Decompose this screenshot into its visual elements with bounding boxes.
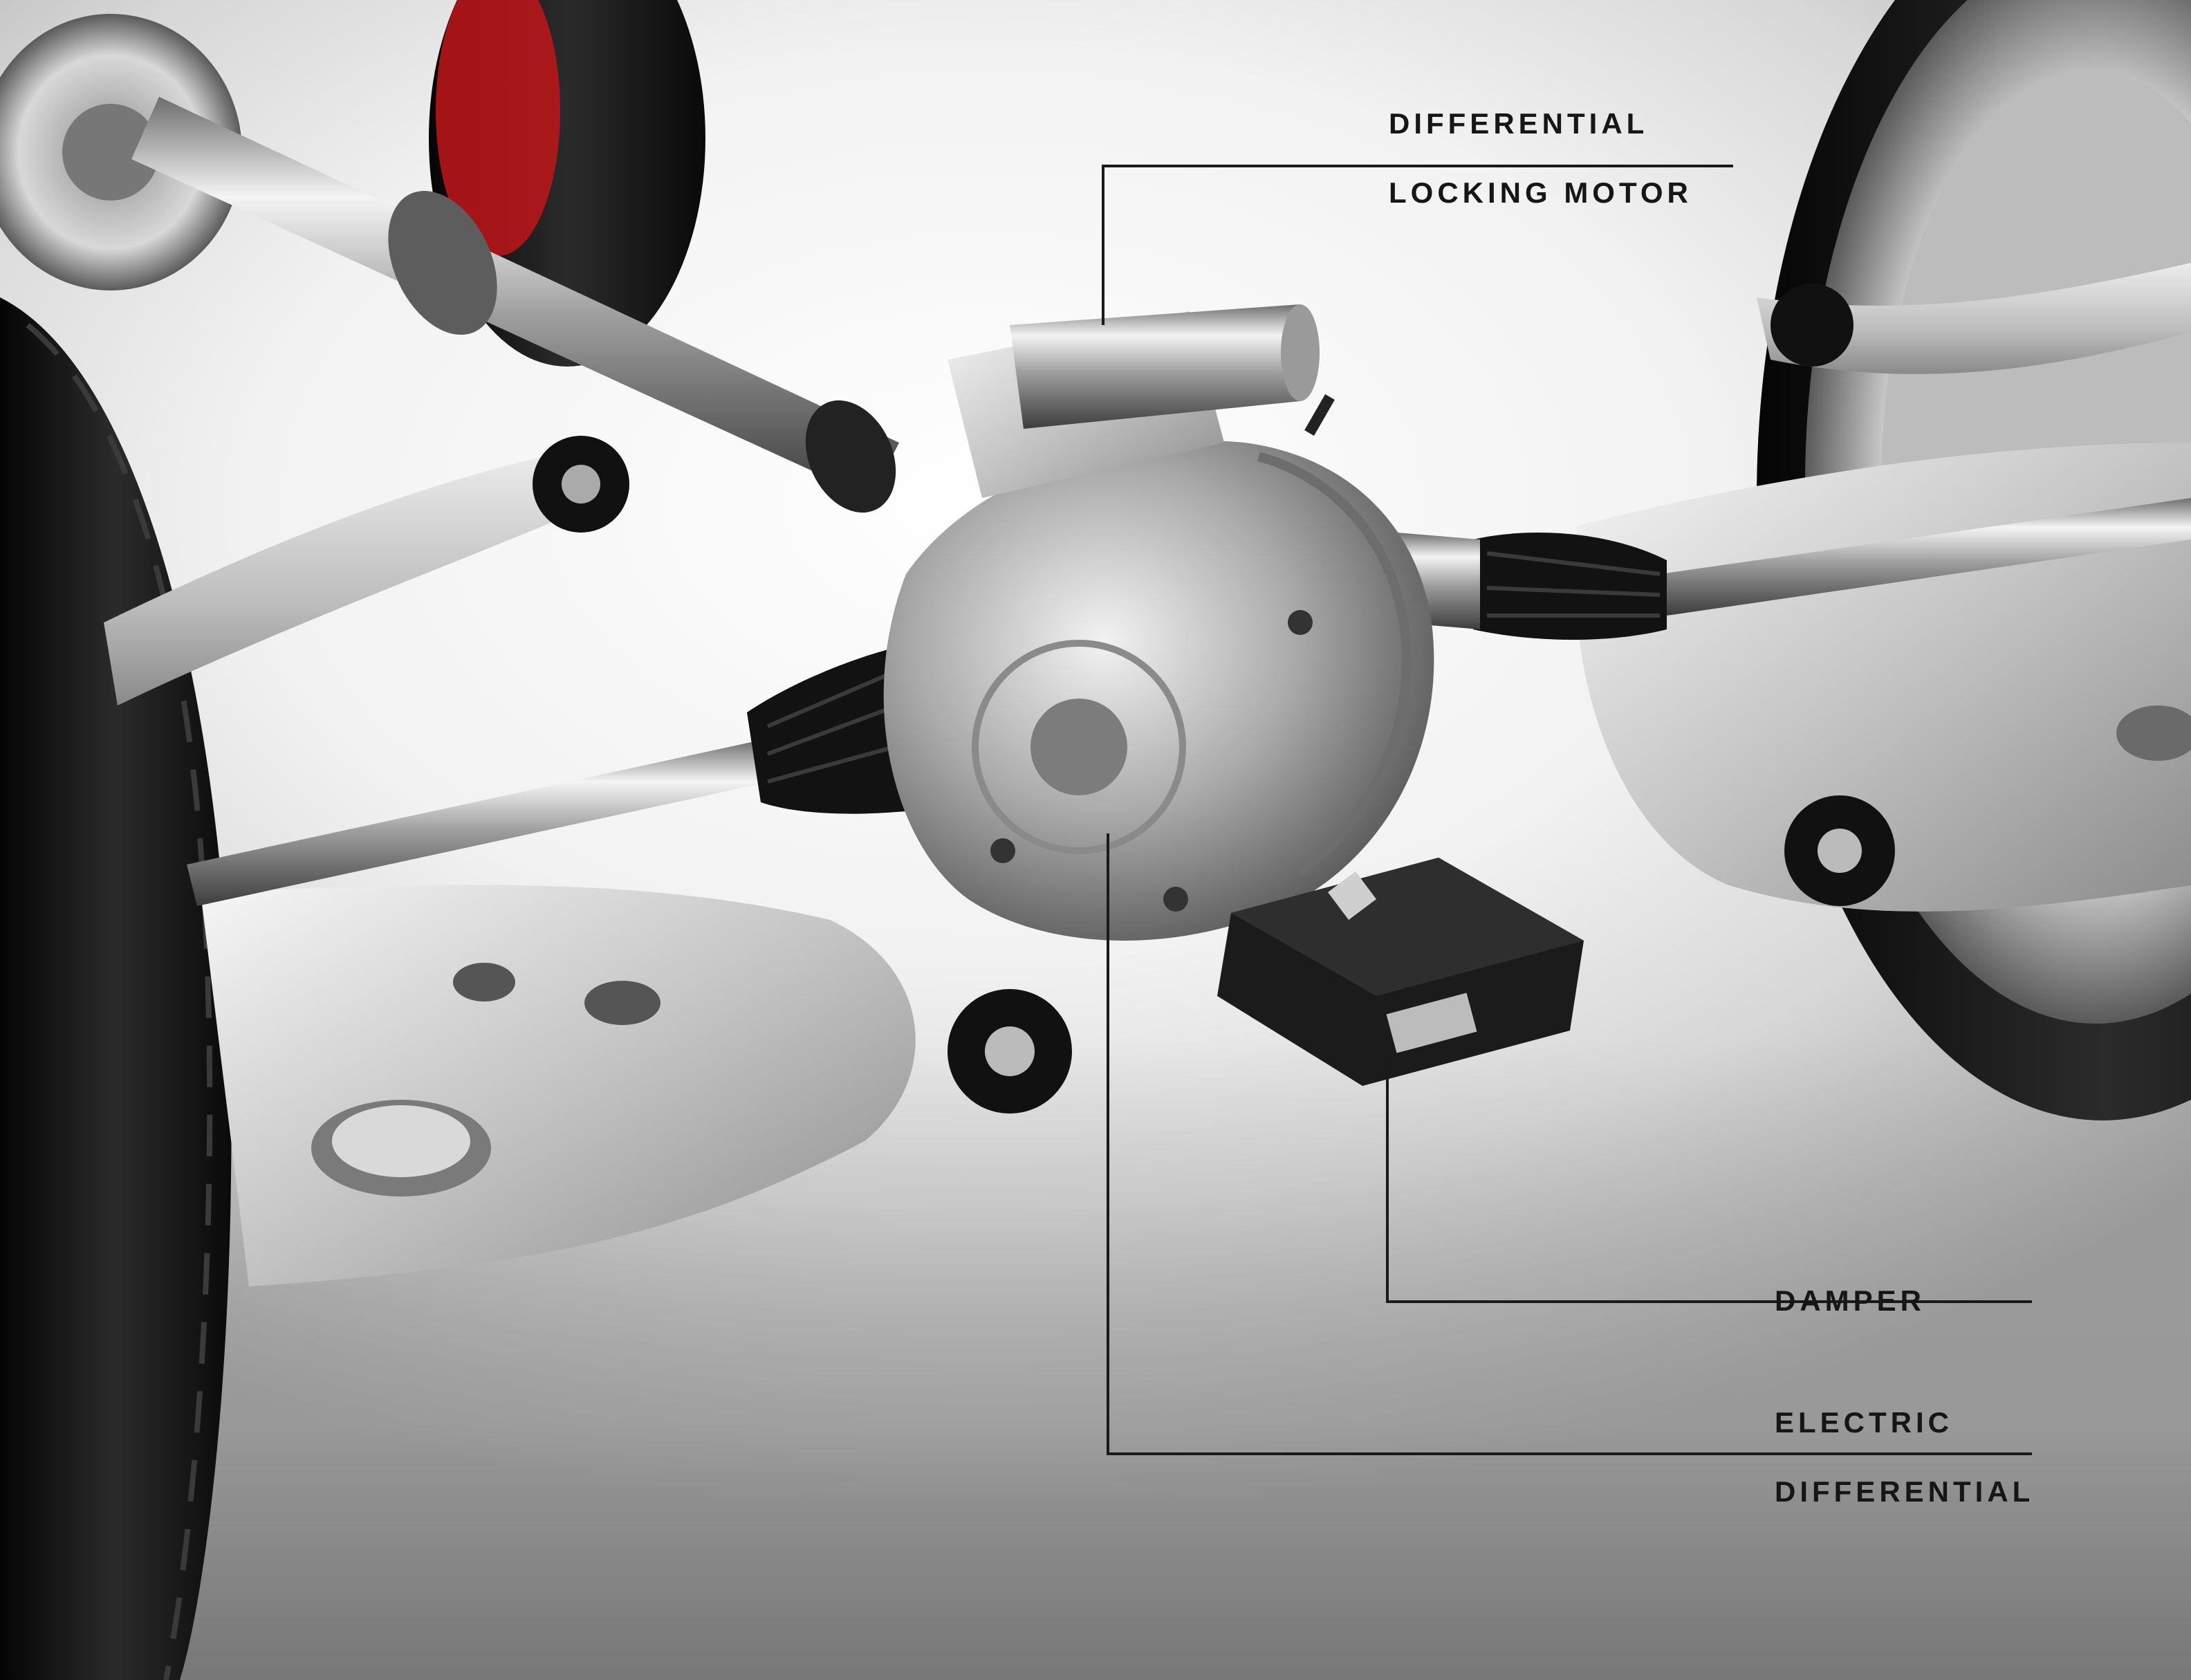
propeller-shaft (131, 97, 899, 513)
callout-damper-label: DAMPER (1775, 1284, 1926, 1317)
damper-block (1217, 858, 1584, 1086)
differential-locking-motor (947, 304, 1335, 498)
callout-locking-motor-line2: LOCKING MOTOR (1389, 176, 1692, 209)
left-half-shaft (187, 643, 927, 906)
leader-damper (1386, 1058, 2032, 1303)
callout-electric-differential-line1: ELECTRIC (1775, 1406, 1953, 1439)
callout-electric-differential: ELECTRIC DIFFERENTIAL (1775, 1371, 2034, 1544)
callout-electric-differential-line2: DIFFERENTIAL (1775, 1475, 2035, 1508)
leader-locking-motor (1102, 165, 1733, 325)
leader-lines (1102, 165, 2032, 1455)
callout-differential-locking-motor: DIFFERENTIAL LOCKING MOTOR (1389, 72, 1692, 245)
subframe (201, 885, 1072, 1286)
left-upper-arm (104, 436, 629, 705)
left-tire (0, 297, 232, 1680)
right-half-shaft (1397, 498, 2191, 640)
callout-damper: DAMPER (1775, 1249, 1925, 1353)
right-upper-arm (1757, 263, 2191, 374)
electric-differential-housing (883, 440, 1434, 941)
leader-electric-differential (1107, 833, 2032, 1455)
callout-locking-motor-line1: DIFFERENTIAL (1389, 107, 1649, 140)
